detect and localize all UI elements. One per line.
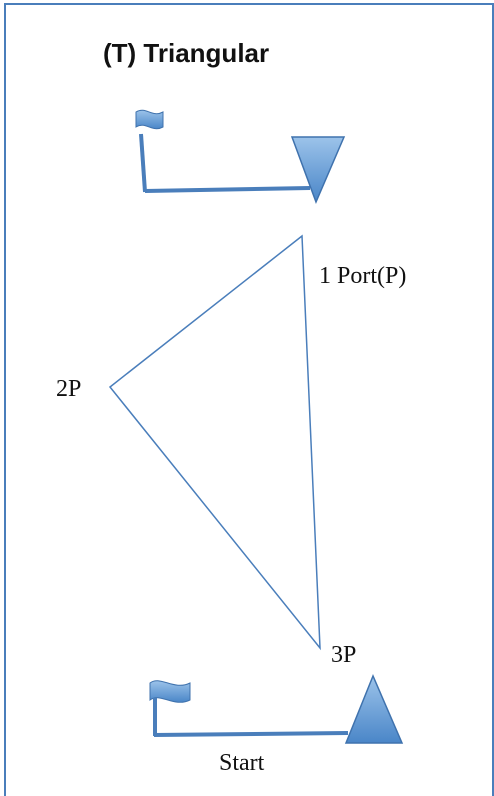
mark-2-label: 2P [56, 376, 81, 402]
start-flag-icon [149, 680, 191, 703]
start-line-group [149, 674, 404, 744]
mark-1-label: 1 Port(P) [319, 263, 406, 289]
mark-3-label: 3P [331, 642, 356, 668]
diagram-title: (T) Triangular [103, 38, 269, 68]
finish-flag-icon [135, 109, 164, 130]
diagram-border [4, 3, 494, 796]
windward-buoy-icon [290, 136, 346, 205]
start-line [153, 731, 349, 737]
start-label: Start [219, 750, 265, 776]
course-triangle [108, 234, 321, 651]
finish-line-group [135, 109, 346, 205]
start-buoy-icon [344, 674, 404, 744]
finish-line [144, 186, 311, 193]
finish-flag-pole [139, 133, 147, 193]
